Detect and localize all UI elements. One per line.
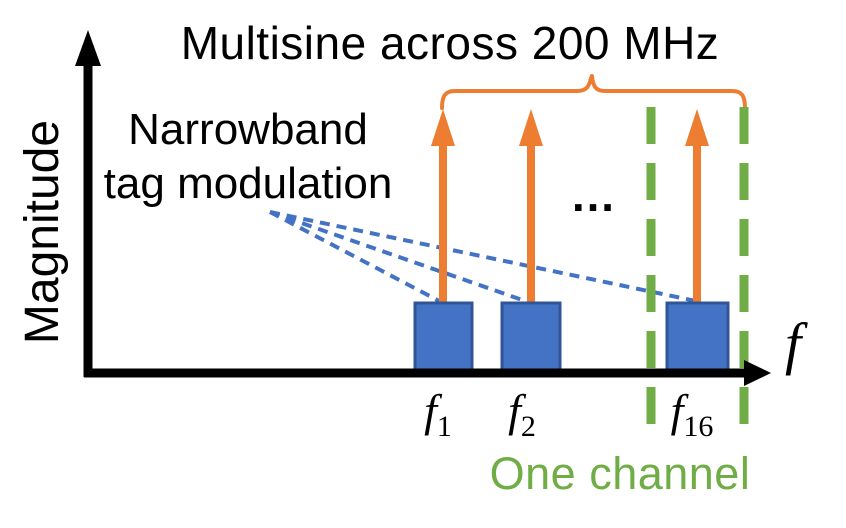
tone-arrow-head-f16 <box>685 109 709 146</box>
tone-arrow-head-f1 <box>431 109 455 146</box>
tag-modulation-pointer-1 <box>269 210 444 305</box>
tag-modulation-pointer-2 <box>269 210 532 305</box>
freq-label-f1: f1 <box>406 384 470 442</box>
multisine-span-brace <box>440 74 747 110</box>
freq-label-f16-sub: 16 <box>683 410 714 443</box>
tag-modulation-annotation-line2: tag modulation <box>103 159 393 208</box>
x-axis-arrowhead <box>744 360 771 386</box>
freq-label-f16: f16 <box>652 384 732 442</box>
y-axis-arrowhead <box>75 30 101 66</box>
freq-label-f2-base: f <box>508 385 521 436</box>
tone-arrow-head-f2 <box>519 109 543 146</box>
tag-modulation-annotation-line1: Narrowband <box>128 105 368 154</box>
modulation-block-f16 <box>665 301 730 374</box>
freq-label-f1-sub: 1 <box>436 410 452 443</box>
diagram-title: Multisine across 200 MHz <box>180 17 720 69</box>
modulation-block-f1 <box>413 301 474 374</box>
elided-tones-ellipsis: … <box>570 169 620 221</box>
modulation-block-f2 <box>500 301 562 374</box>
freq-label-f16-base: f <box>670 385 684 436</box>
x-axis-label: f <box>784 311 802 376</box>
freq-label-f2-sub: 2 <box>520 410 536 443</box>
tag-modulation-annotation: Narrowband tag modulation <box>48 103 448 211</box>
freq-label-f1-base: f <box>424 385 437 436</box>
one-channel-label: One channel <box>489 448 751 499</box>
freq-label-f2: f2 <box>490 384 554 442</box>
tag-modulation-pointer-3 <box>269 210 697 303</box>
